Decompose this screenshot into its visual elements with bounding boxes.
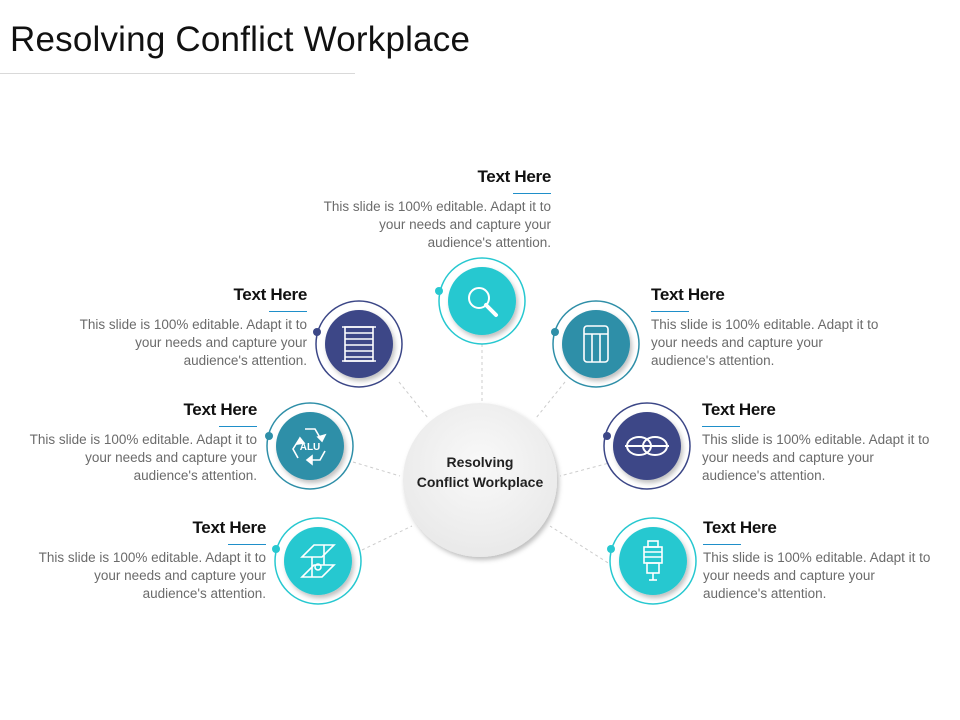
heading-underline: [228, 544, 266, 545]
radiator-icon: [583, 325, 609, 363]
node-upper-right: [551, 300, 640, 388]
text-block-lower-left: Text Here This slide is 100% editable. A…: [28, 518, 267, 603]
block-body: This slide is 100% editable. Adapt it to…: [651, 317, 879, 368]
block-body: This slide is 100% editable. Adapt it to…: [703, 550, 931, 601]
connector-upper-left: [398, 381, 429, 419]
heading-underline: [651, 311, 689, 312]
connector-lines: [352, 344, 614, 567]
connector-lower-left: [361, 525, 413, 551]
connector-mid-right: [559, 461, 614, 477]
text-block-mid-left: Text Here This slide is 100% editable. A…: [19, 400, 258, 485]
text-block-top: Text Here This slide is 100% editable. A…: [313, 167, 552, 252]
chain-link-icon: [625, 436, 669, 456]
page-title: Resolving Conflict Workplace: [10, 20, 471, 59]
node-mid-left: ALU: [265, 402, 354, 490]
node-lower-right: [607, 517, 697, 605]
alu-glyph: ALU: [300, 442, 321, 453]
heading-underline: [703, 544, 741, 545]
center-label-line1: Resolving: [446, 454, 514, 470]
block-body: This slide is 100% editable. Adapt it to…: [29, 432, 257, 483]
heading-underline: [219, 426, 257, 427]
center-circle: [403, 403, 557, 557]
connector-lower-right: [549, 525, 614, 567]
magnifier-icon: [468, 287, 498, 317]
block-heading: Text Here: [183, 400, 257, 419]
block-body: This slide is 100% editable. Adapt it to…: [702, 432, 930, 483]
center-label-line2: Conflict Workplace: [416, 474, 544, 490]
heading-underline: [513, 193, 551, 194]
text-block-lower-right: Text Here This slide is 100% editable. A…: [703, 518, 941, 603]
connector-upper-right: [535, 381, 566, 419]
window-blinds-icon: [342, 326, 376, 362]
text-block-upper-left: Text Here This slide is 100% editable. A…: [69, 285, 308, 370]
connector-mid-left: [352, 461, 401, 477]
block-body: This slide is 100% editable. Adapt it to…: [38, 550, 266, 601]
block-heading: Text Here: [702, 400, 776, 419]
heading-underline: [269, 311, 307, 312]
spark-plug-icon: [643, 540, 663, 581]
node-mid-right: [603, 402, 691, 490]
node-upper-left: [313, 300, 403, 388]
block-heading: Text Here: [703, 518, 777, 537]
title-divider: [0, 73, 355, 74]
center-label: Resolving Conflict Workplace: [404, 452, 556, 492]
steel-beam-icon: [300, 544, 336, 578]
block-body: This slide is 100% editable. Adapt it to…: [323, 199, 551, 250]
text-block-mid-right: Text Here This slide is 100% editable. A…: [702, 400, 940, 485]
heading-underline: [702, 426, 740, 427]
block-heading: Text Here: [192, 518, 266, 537]
aluminium-recycle-icon: [292, 428, 327, 466]
block-heading: Text Here: [651, 285, 725, 304]
text-block-upper-right: Text Here This slide is 100% editable. A…: [651, 285, 889, 370]
node-top: [435, 257, 526, 345]
node-lower-left: [272, 517, 362, 605]
block-heading: Text Here: [233, 285, 307, 304]
block-body: This slide is 100% editable. Adapt it to…: [79, 317, 307, 368]
block-heading: Text Here: [477, 167, 551, 186]
